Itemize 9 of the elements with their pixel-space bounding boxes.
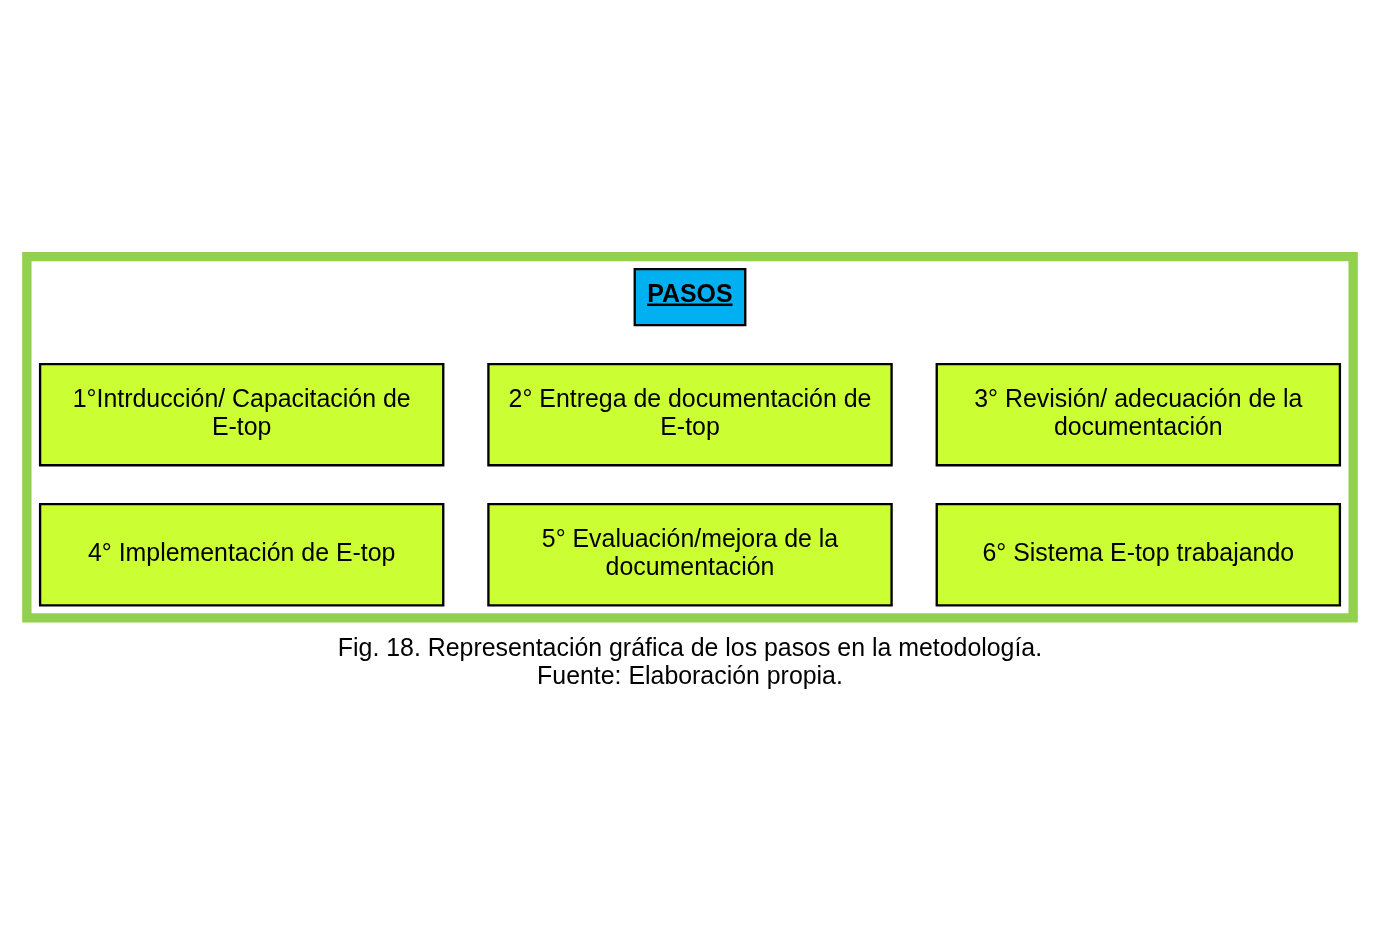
node-box: 3° Revisión/ adecuación de la documentación — [935, 362, 1342, 466]
node-box: 6° Sistema E-top trabajando — [935, 502, 1342, 607]
node-box: 1°Intrducción/ Capacitación de E-top — [38, 362, 445, 466]
node-box: PASOS — [633, 267, 747, 326]
node-box: 4° Implementación de E-top — [38, 502, 445, 607]
node-box: 5° Evaluación/mejora de la documentación — [487, 502, 893, 607]
node-box: 2° Entrega de documentación de E-top — [487, 362, 893, 466]
cluster — [22, 251, 1358, 622]
caption: Fig. 18. Representación gráfica de los pasos en la metodología. Fuente: Elaboración propia. — [337, 632, 1043, 689]
